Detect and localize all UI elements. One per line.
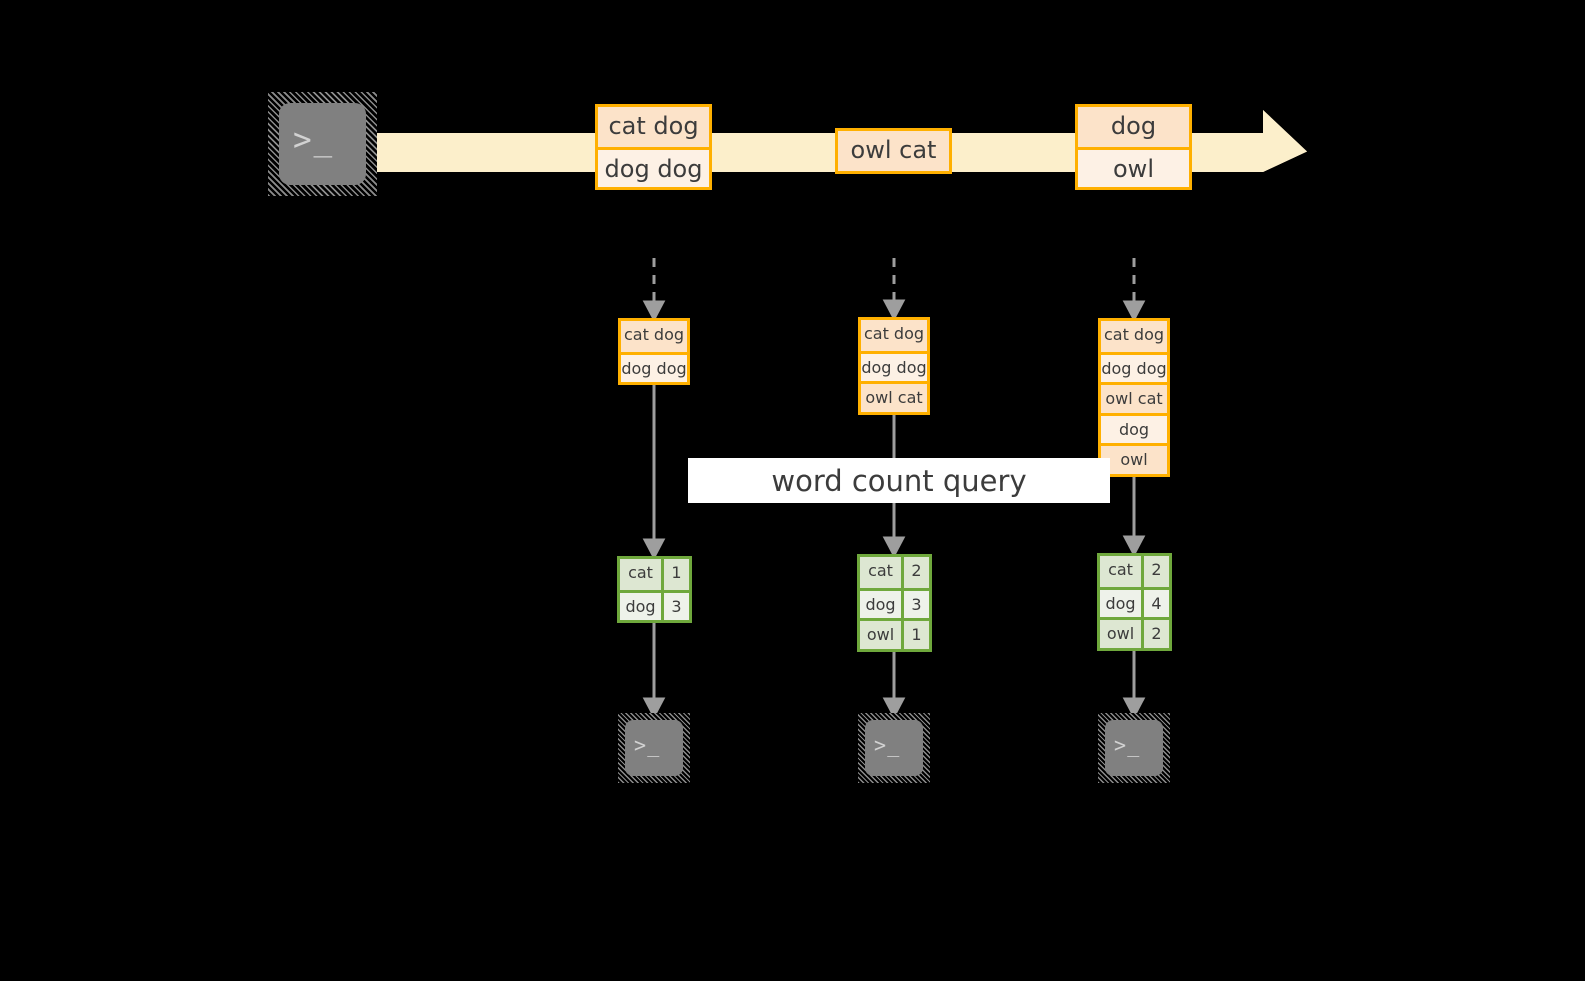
sink-terminal-icon-1: >_: [618, 713, 690, 783]
terminal-prompt-glyph: >_: [874, 733, 901, 757]
result-table-3: cat 2 dog 4 owl 2: [1097, 553, 1172, 651]
stream-message-line: dog dog: [598, 147, 709, 187]
input-table-2: cat dog dog dog owl cat: [858, 317, 930, 415]
result-word: cat: [1100, 556, 1144, 587]
input-table-row: owl: [1101, 443, 1167, 474]
terminal-body: [1105, 720, 1163, 776]
result-row: cat 2: [860, 557, 929, 588]
terminal-prompt-glyph: >_: [293, 122, 335, 158]
stream-message-line: cat dog: [598, 107, 709, 147]
result-count: 1: [671, 563, 682, 582]
input-table-row: dog dog: [861, 350, 927, 381]
terminal-prompt-glyph: >_: [634, 733, 661, 757]
input-table-row: dog dog: [1101, 351, 1167, 382]
result-row: dog 3: [860, 587, 929, 618]
result-count: 4: [1151, 593, 1162, 613]
result-row: owl 1: [860, 618, 929, 649]
sink-terminal-icon-2: >_: [858, 713, 930, 783]
input-table-row: owl cat: [861, 381, 927, 412]
input-table-row: cat dog: [621, 321, 687, 352]
result-table-1: cat 1 dog 3: [617, 556, 692, 623]
terminal-body: [625, 720, 683, 776]
stream-message-1: cat dog dog dog: [595, 104, 712, 190]
stream-message-line: owl cat: [838, 131, 949, 171]
input-table-1: cat dog dog dog: [618, 318, 690, 385]
result-row: cat 2: [1100, 556, 1169, 587]
result-table-2: cat 2 dog 3 owl 1: [857, 554, 932, 652]
result-count: 1: [911, 625, 922, 644]
stream-message-2: owl cat: [835, 128, 952, 174]
sink-terminal-icon-3: >_: [1098, 713, 1170, 783]
result-row: dog 3: [620, 589, 689, 620]
result-row: owl 2: [1100, 617, 1169, 648]
result-count: 3: [671, 596, 682, 616]
result-count: 2: [911, 561, 922, 580]
terminal-body: [865, 720, 923, 776]
result-row: cat 1: [620, 559, 689, 590]
input-table-row: cat dog: [1101, 321, 1167, 352]
stream-message-line: dog: [1078, 107, 1189, 147]
result-count: 2: [1151, 624, 1162, 643]
stream-message-line: owl: [1078, 147, 1189, 187]
result-word: owl: [1100, 620, 1144, 648]
terminal-prompt-glyph: >_: [1114, 733, 1141, 757]
input-table-row: owl cat: [1101, 382, 1167, 413]
query-banner-label: word count query: [771, 463, 1027, 498]
stream-arrowhead: [1263, 110, 1307, 172]
source-terminal-icon: >_: [268, 92, 377, 196]
stream-message-3: dog owl: [1075, 104, 1192, 190]
result-word: dog: [860, 590, 904, 618]
result-word: dog: [1100, 589, 1144, 617]
result-word: cat: [620, 559, 664, 590]
result-count: 2: [1151, 560, 1162, 579]
result-word: cat: [860, 557, 904, 588]
terminal-body: [279, 103, 366, 185]
result-word: owl: [860, 621, 904, 649]
input-table-3: cat dog dog dog owl cat dog owl: [1098, 318, 1170, 477]
query-banner: word count query: [688, 458, 1110, 503]
input-table-row: cat dog: [861, 320, 927, 351]
input-table-row: dog dog: [621, 351, 687, 382]
result-count: 3: [911, 594, 922, 614]
result-row: dog 4: [1100, 586, 1169, 617]
result-word: dog: [620, 592, 664, 620]
input-table-row: dog: [1101, 412, 1167, 443]
